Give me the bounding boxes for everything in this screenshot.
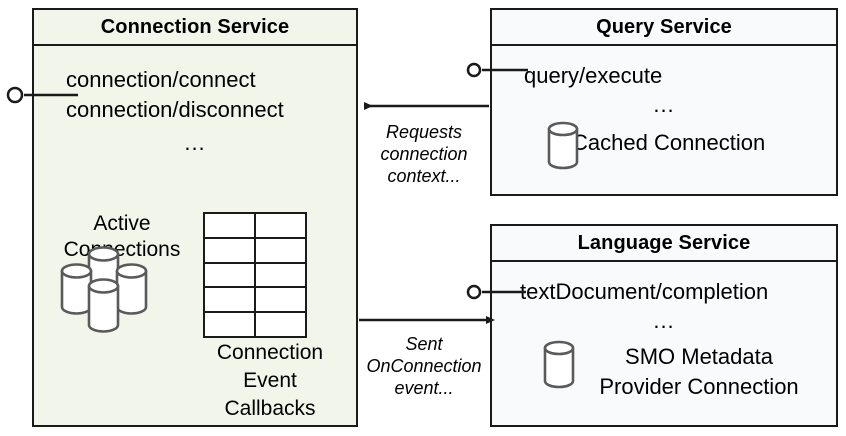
connection-event-callbacks-table	[203, 212, 307, 338]
table-cell	[256, 313, 305, 336]
query-service-operations-ellipsis: ...	[653, 92, 675, 117]
query-service-box[interactable]: Query Service query/execute ... Cached C…	[490, 8, 838, 196]
edge-label-line3: context...	[387, 165, 461, 186]
query-service-interface-lollipop[interactable]	[466, 62, 528, 78]
table-row	[205, 214, 305, 239]
language-service-operations-ellipsis: ...	[653, 308, 675, 333]
edge-label-line2: OnConnection	[366, 355, 482, 376]
connection-service-interface-lollipop[interactable]	[6, 86, 78, 104]
edge-label-line1: Sent	[405, 334, 443, 354]
connection-service-operation-1[interactable]: connection/disconnect	[66, 97, 284, 122]
table-cell	[205, 288, 256, 312]
edge-label-line1: Requests	[385, 122, 463, 142]
callbacks-label-line2: Event	[243, 369, 297, 392]
table-cell	[256, 214, 305, 237]
callbacks-label-line1: Connection	[216, 341, 324, 364]
connection-service-box[interactable]: Connection Service connection/connect co…	[32, 8, 358, 427]
query-service-title: Query Service	[492, 10, 836, 46]
query-service-body: query/execute ... Cached Connection	[492, 46, 836, 194]
cached-connection-label: Cached Connection	[572, 130, 766, 155]
language-service-operation-0[interactable]: textDocument/completion	[520, 279, 769, 304]
callbacks-label-line3: Callbacks	[224, 397, 316, 420]
connection-service-operation-0[interactable]: connection/connect	[66, 67, 256, 92]
edge-label-connection-to-language: Sent OnConnection event...	[358, 334, 490, 400]
table-cell	[256, 239, 305, 262]
table-row	[205, 288, 305, 314]
edge-label-line3: event...	[394, 377, 454, 398]
table-cell	[205, 313, 256, 336]
language-service-title: Language Service	[492, 226, 836, 262]
table-cell	[256, 264, 305, 287]
table-cell	[205, 263, 256, 287]
active-connections-label-line2: Connections	[63, 238, 181, 261]
edge-label-line2: connection	[380, 143, 468, 164]
active-connections-label-line1: Active	[93, 212, 151, 235]
smo-metadata-label-line1: SMO Metadata	[625, 344, 773, 369]
table-row	[205, 313, 305, 336]
language-service-box[interactable]: Language Service textDocument/completion…	[490, 224, 838, 427]
connection-service-title: Connection Service	[34, 10, 356, 46]
table-cell	[256, 288, 305, 311]
edge-label-query-to-connection: Requests connection context...	[360, 122, 488, 188]
smo-metadata-label-line2: Provider Connection	[599, 374, 799, 399]
language-service-interface-lollipop[interactable]	[466, 284, 526, 300]
table-cell	[205, 238, 256, 262]
connection-service-operations-ellipsis: ...	[184, 130, 206, 155]
query-service-operation-0[interactable]: query/execute	[524, 63, 663, 88]
table-row	[205, 238, 305, 264]
language-service-body: textDocument/completion ... SMO Metadata…	[492, 262, 836, 425]
connection-service-body: connection/connect connection/disconnect…	[34, 46, 356, 425]
table-cell	[205, 214, 256, 237]
table-row	[205, 263, 305, 289]
